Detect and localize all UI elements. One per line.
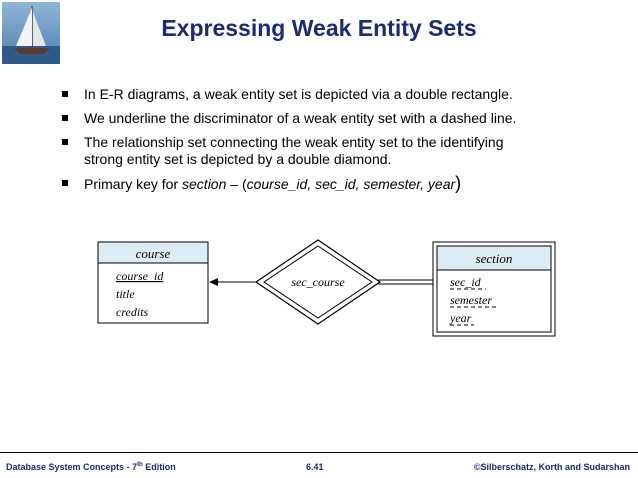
bullet-text: strong entity set is depicted by a doubl… (84, 151, 392, 167)
bullet-text: Primary key for (84, 176, 183, 192)
bullet-square-icon (62, 91, 68, 97)
section-discriminator: year (449, 311, 472, 325)
footer-divider (0, 452, 638, 453)
bullet-text: The relationship set connecting the weak… (84, 134, 504, 150)
bullet-item: The relationship set connecting the weak… (62, 134, 622, 168)
slide-title: Expressing Weak Entity Sets (161, 15, 477, 41)
footer-copyright: ©Silberschatz, Korth and Sudarshan (473, 462, 630, 472)
arrow-to-course (209, 278, 258, 286)
bullet-item: We underline the discriminator of a weak… (62, 110, 622, 127)
bullet-entity-name: section (182, 176, 227, 192)
bullet-text: – ( (226, 176, 247, 192)
bullet-key-list: course_id, sec_id, semester, year (246, 176, 456, 192)
bullet-text: We underline the discriminator of a weak… (84, 110, 517, 126)
course-entity-name: course (136, 246, 171, 261)
arrow-head-icon (209, 278, 218, 286)
bullet-square-icon (62, 115, 68, 121)
section-discriminator: semester (450, 293, 492, 307)
course-attr: credits (116, 305, 149, 319)
section-discriminator: sec_id (450, 275, 482, 289)
bullet-square-icon (62, 139, 68, 145)
bullet-item: Primary key for section – (course_id, se… (62, 173, 622, 193)
outer-diamond (254, 239, 382, 325)
bullet-square-icon (62, 180, 68, 186)
course-attr-pk: course_id (116, 269, 164, 283)
inner-diamond (263, 245, 373, 319)
total-participation-line (378, 279, 433, 285)
course-entity: course course_id title credits (97, 241, 209, 324)
bullet-list: In E-R diagrams, a weak entity set is de… (62, 86, 622, 200)
bullet-text: In E-R diagrams, a weak entity set is de… (84, 86, 513, 102)
course-attr-box (97, 262, 209, 324)
footer-book: Database System Concepts - 7th Edition (6, 462, 176, 472)
bullet-item: In E-R diagrams, a weak entity set is de… (62, 86, 622, 103)
section-weak-entity: section sec_id semester year (432, 241, 556, 337)
sailboat-logo (2, 2, 60, 64)
section-entity-name: section (476, 251, 513, 266)
relationship-name: sec_course (291, 275, 345, 289)
footer-page-number: 6.41 (306, 462, 324, 472)
bullet-paren: ) (455, 173, 462, 193)
sec-course-relationship: sec_course (254, 239, 382, 325)
course-attr: title (116, 287, 135, 301)
section-attr-box (436, 269, 552, 333)
